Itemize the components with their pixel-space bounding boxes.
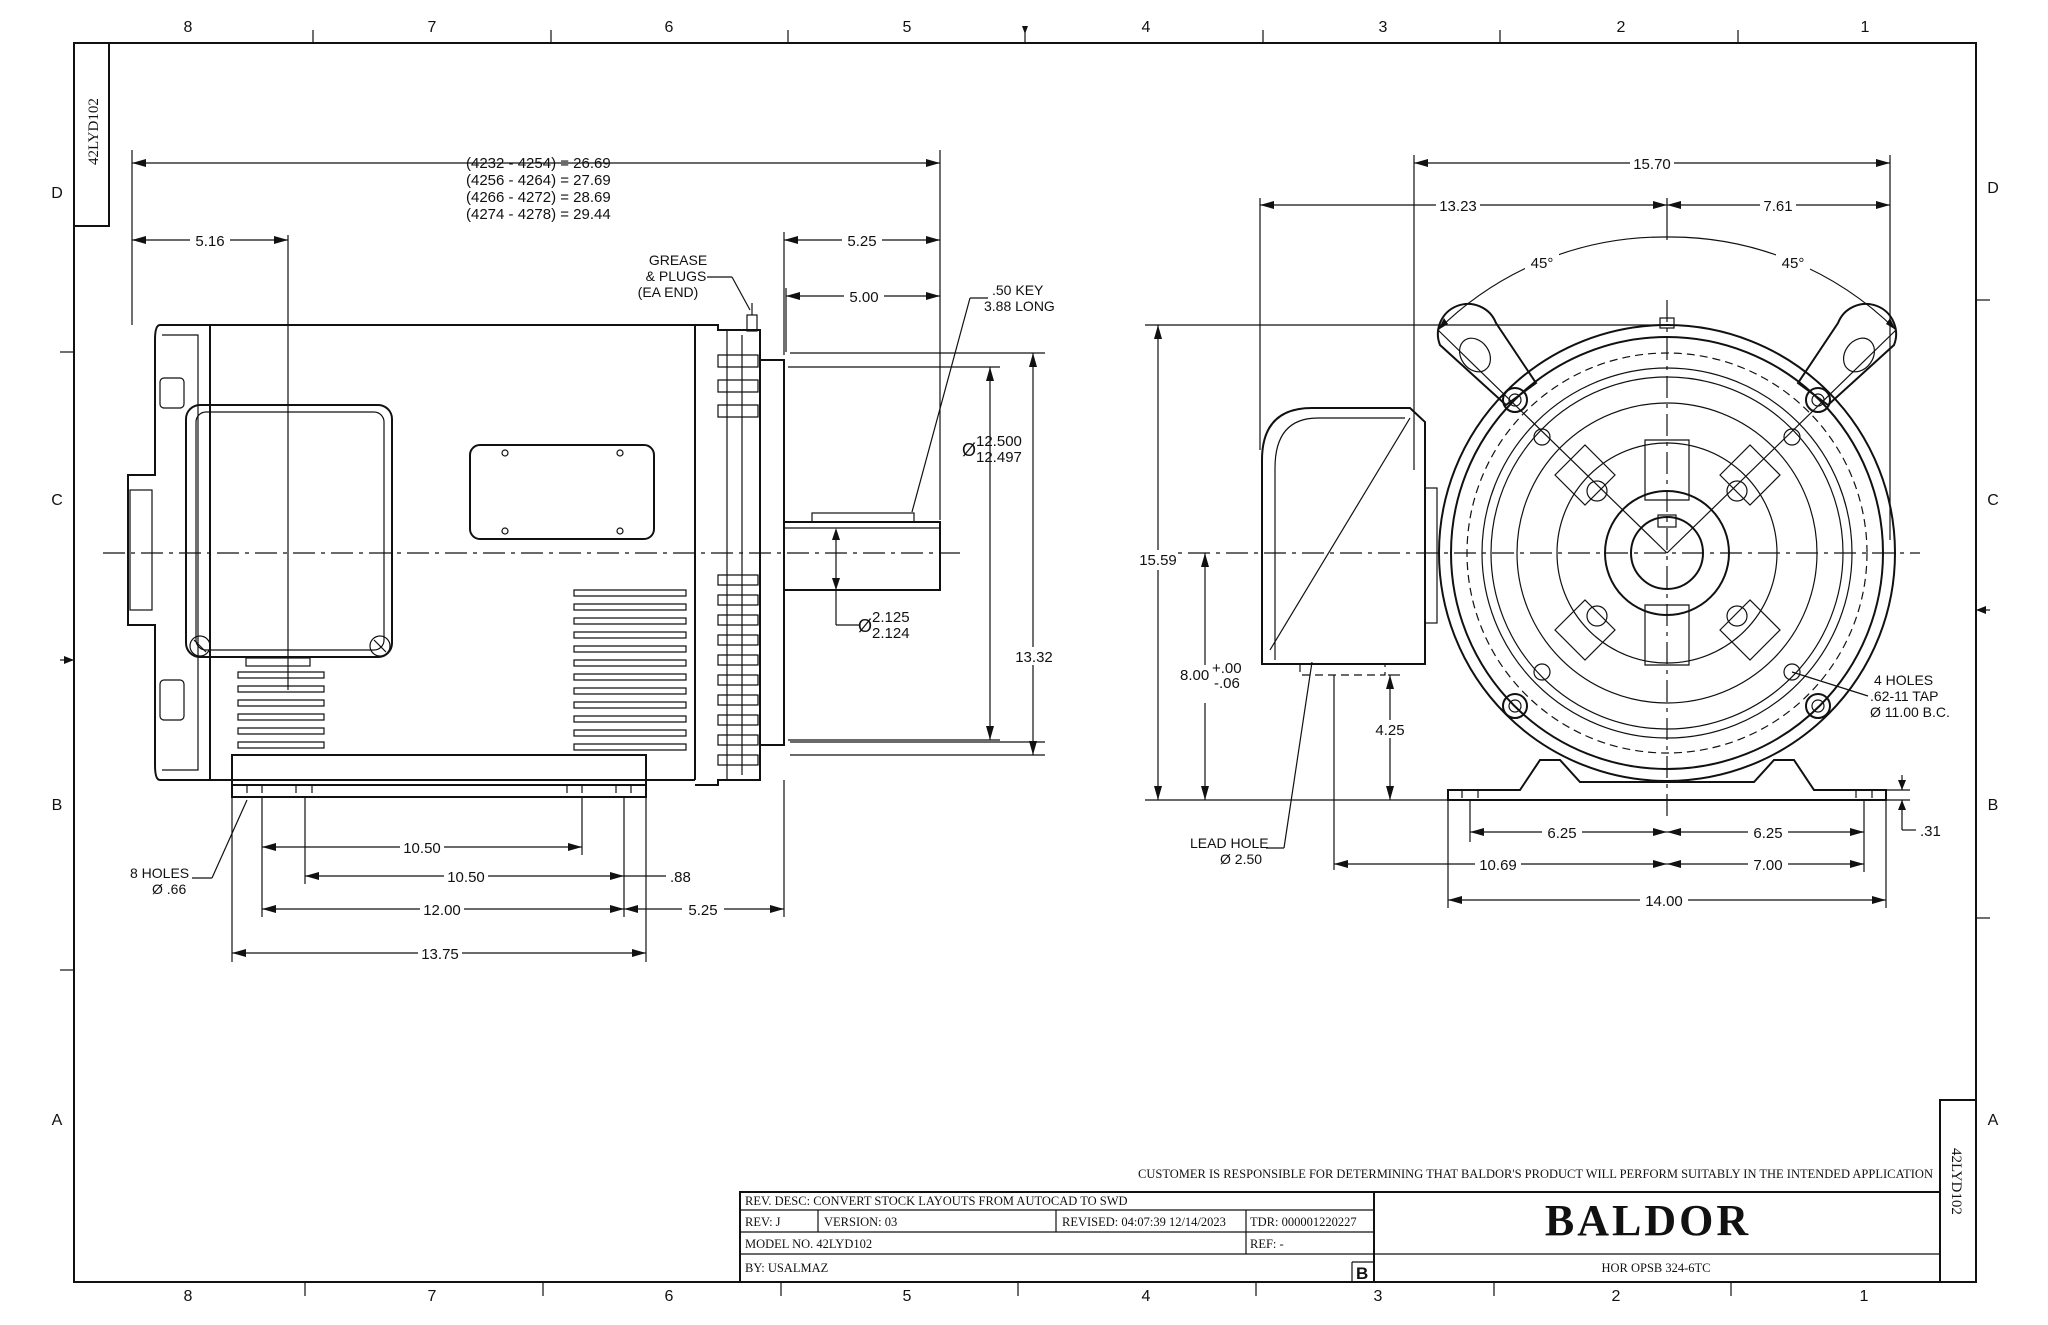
- zone-row-left-b: B: [52, 797, 63, 814]
- tap-holes-note-3: Ø 11.00 B.C.: [1870, 704, 1950, 720]
- dim-height-13-32: 13.32: [1015, 649, 1053, 666]
- side-view: (4232 - 4254) = 26.69 (4256 - 4264) = 27…: [103, 150, 1055, 963]
- drawing-number-top: 42LYD102: [73, 42, 110, 227]
- shaft-dia-max: 2.125: [872, 609, 910, 626]
- dim-foot-10-69: 10.69: [1479, 857, 1517, 874]
- zone-row-left-d: D: [51, 185, 63, 202]
- zone-col-bottom-3: 3: [1374, 1288, 1383, 1305]
- holes-note-1: 8 HOLES: [130, 865, 189, 881]
- key-note-2: 3.88 LONG: [984, 298, 1055, 314]
- dim-foot-10-50-a: 10.50: [403, 840, 441, 857]
- zone-col-top-4: 4: [1142, 19, 1151, 36]
- pilot-dia-max: 12.500: [976, 433, 1022, 450]
- dim-height-15-59: 15.59: [1139, 552, 1177, 569]
- lead-hole-note-1: LEAD HOLE: [1190, 835, 1269, 851]
- dim-foot-6-25-b: 6.25: [1753, 825, 1782, 842]
- dim-8-00-tol-minus: -.06: [1214, 675, 1240, 692]
- zone-col-top-5: 5: [903, 19, 912, 36]
- zone-col-bottom-1: 1: [1860, 1288, 1869, 1305]
- zone-col-bottom-7: 7: [428, 1288, 437, 1305]
- overall-length-2: (4256 - 4264) = 27.69: [466, 172, 611, 189]
- dim-8-00-tol-plus: +.00: [1212, 660, 1242, 677]
- dim-box-4-25: 4.25: [1375, 722, 1404, 739]
- key-note-1: .50 KEY: [992, 282, 1044, 298]
- grease-note-3: (EA END): [638, 284, 699, 300]
- zone-labels: 8 7 6 5 4 3 2 1 8 7 6 5 4 3 2 1 D C B A …: [51, 19, 1999, 1305]
- dim-height-8-00: 8.00: [1180, 667, 1209, 684]
- sheet-size: B: [1356, 1264, 1368, 1283]
- zone-col-bottom-6: 6: [665, 1288, 674, 1305]
- overall-length-1: (4232 - 4254) = 26.69: [466, 155, 611, 172]
- overall-length-3: (4266 - 4272) = 28.69: [466, 189, 611, 206]
- pilot-dia-symbol: Ø: [962, 440, 976, 460]
- zone-col-bottom-2: 2: [1612, 1288, 1621, 1305]
- drawing-number-top-text: 42LYD102: [86, 98, 102, 165]
- baldor-logo: BALDOR: [1545, 1196, 1751, 1245]
- front-fins: [717, 354, 759, 766]
- zone-col-bottom-5: 5: [903, 1288, 912, 1305]
- overall-length-4: (4274 - 4278) = 29.44: [466, 206, 611, 223]
- dim-foot-7-00: 7.00: [1753, 857, 1782, 874]
- holes-note-2: Ø .66: [152, 881, 186, 897]
- frame-fins: [1466, 352, 1868, 754]
- dim-conduit-offset: 5.16: [195, 233, 224, 250]
- grease-note-1: GREASE: [649, 252, 707, 268]
- version: VERSION: 03: [824, 1215, 897, 1229]
- drawing-number-bottom-text: 42LYD102: [1948, 1148, 1964, 1215]
- rev: REV: J: [745, 1215, 781, 1229]
- zone-col-top-6: 6: [665, 19, 674, 36]
- tdr: TDR: 000001220227: [1250, 1215, 1357, 1229]
- angle-right: 45°: [1782, 255, 1805, 272]
- zone-col-top-1: 1: [1861, 19, 1870, 36]
- zone-row-right-a: A: [1988, 1112, 1999, 1129]
- dim-foot-12-00: 12.00: [423, 902, 461, 919]
- lead-hole-note-2: Ø 2.50: [1220, 851, 1262, 867]
- dim-foot-6-25-a: 6.25: [1547, 825, 1576, 842]
- rev-desc: REV. DESC: CONVERT STOCK LAYOUTS FROM AU…: [745, 1194, 1128, 1208]
- zone-row-left-a: A: [52, 1112, 63, 1129]
- vent-slots-right: [573, 589, 687, 751]
- vent-slots-left: [237, 671, 325, 749]
- end-view: 45° 45° 15.70 13.23 7.61 15.59 8.00 +.00…: [1139, 154, 1950, 910]
- zone-row-right-d: D: [1987, 180, 1999, 197]
- dim-shoulder-5-25: 5.25: [688, 902, 717, 919]
- dim-foot-10-50-b: 10.50: [447, 869, 485, 886]
- zone-col-top-3: 3: [1379, 19, 1388, 36]
- zone-col-top-8: 8: [184, 19, 193, 36]
- zone-row-left-c: C: [51, 492, 63, 509]
- title-block: CUSTOMER IS RESPONSIBLE FOR DETERMINING …: [739, 1167, 1941, 1283]
- zone-row-right-c: C: [1987, 492, 1999, 509]
- dim-right-7-61: 7.61: [1763, 198, 1792, 215]
- drawing-number-bottom: 42LYD102: [1939, 1099, 1977, 1283]
- shaft-dia-symbol: Ø: [858, 616, 872, 636]
- model-no: MODEL NO. 42LYD102: [745, 1237, 872, 1251]
- dim-left-13-23: 13.23: [1439, 198, 1477, 215]
- dim-foot-13-75: 13.75: [421, 946, 459, 963]
- tap-holes-note-2: .62-11 TAP: [1870, 688, 1938, 704]
- zone-col-bottom-4: 4: [1142, 1288, 1151, 1305]
- revised: REVISED: 04:07:39 12/14/2023: [1062, 1215, 1226, 1229]
- by: BY: USALMAZ: [745, 1261, 828, 1275]
- motor-description: HOR OPSB 324-6TC: [1601, 1261, 1710, 1275]
- disclaimer-text: CUSTOMER IS RESPONSIBLE FOR DETERMINING …: [1138, 1167, 1933, 1181]
- dim-width-15-70: 15.70: [1633, 156, 1671, 173]
- angle-left: 45°: [1531, 255, 1554, 272]
- shaft-dia-min: 2.124: [872, 625, 910, 642]
- spoke-windows: [1554, 439, 1781, 666]
- dim-foot-14-00: 14.00: [1645, 893, 1683, 910]
- dim-foot-088: .88: [670, 869, 691, 886]
- zone-col-top-7: 7: [428, 19, 437, 36]
- dim-foot-031: .31: [1920, 823, 1941, 840]
- dim-shaft-ext: 5.25: [847, 233, 876, 250]
- dim-key-len-ref: 5.00: [849, 289, 878, 306]
- ref: REF: -: [1250, 1237, 1284, 1251]
- tap-holes-note-1: 4 HOLES: [1874, 672, 1933, 688]
- zone-col-top-2: 2: [1617, 19, 1626, 36]
- zone-row-right-b: B: [1988, 797, 1999, 814]
- zone-col-bottom-8: 8: [184, 1288, 193, 1305]
- pilot-dia-min: 12.497: [976, 449, 1022, 466]
- grease-note-2: & PLUGS: [646, 268, 707, 284]
